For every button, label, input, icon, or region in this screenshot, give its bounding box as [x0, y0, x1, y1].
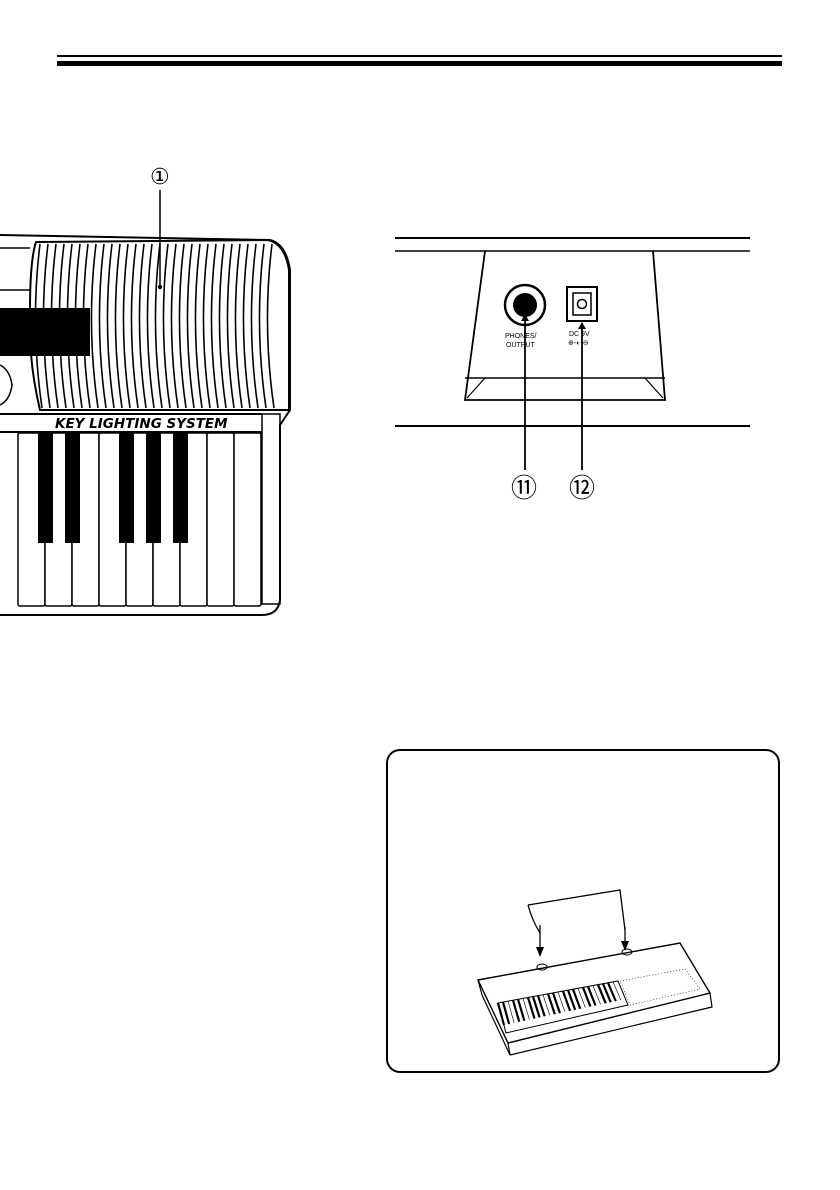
phones-label-line1: PHONES/	[505, 333, 537, 340]
callout-1: ①	[150, 165, 170, 190]
dc-label-line2: ⊕-◐-⊖	[568, 340, 589, 347]
dc-label-line1: DC 9V	[569, 331, 590, 338]
white-key	[207, 433, 234, 606]
black-key	[65, 433, 80, 543]
phones-label-line2: OUTPUT	[506, 342, 536, 349]
keyboard-speaker-illustration: KEY LIGHTING SYSTEM	[0, 160, 300, 640]
black-key	[146, 433, 161, 543]
white-key	[234, 433, 261, 606]
black-key	[38, 433, 53, 543]
callout-19: ⑫	[569, 468, 595, 505]
music-stand-illustration	[470, 885, 720, 1060]
key-lighting-system-label: KEY LIGHTING SYSTEM	[55, 416, 228, 432]
black-key	[173, 433, 188, 543]
rear-jack-panel-illustration: PHONES/ OUTPUT DC 9V ⊕-◐-⊖	[395, 230, 755, 440]
header-rule-thick	[57, 61, 782, 66]
black-key	[119, 433, 134, 543]
header-rule-thin	[57, 55, 782, 57]
callout-18: ⑪	[511, 468, 537, 505]
